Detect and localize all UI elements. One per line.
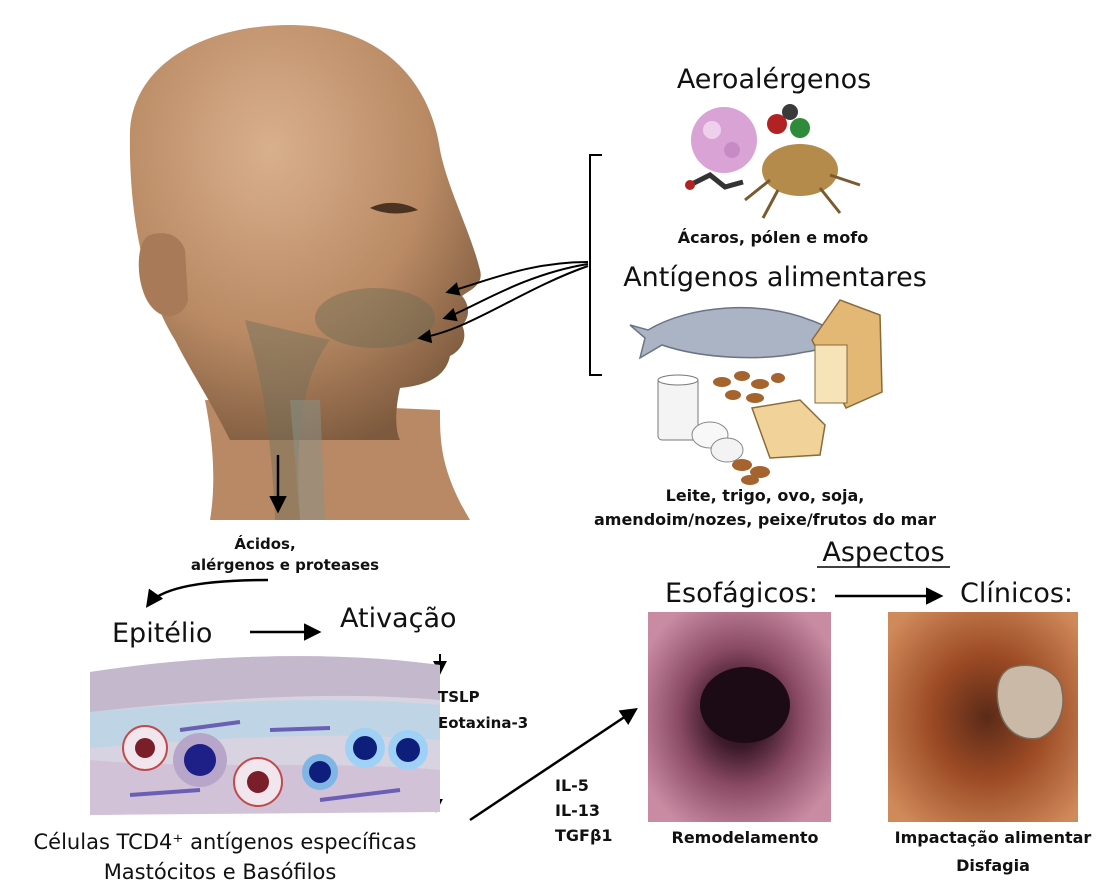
- remodeling-caption: Remodelamento: [655, 828, 835, 847]
- endoscopy-remodeling: [648, 612, 831, 822]
- endoscopy-impaction: [888, 612, 1078, 822]
- food-antigens-caption-line2: amendoim/nozes, peixe/frutos do mar: [570, 510, 960, 529]
- food-antigens-caption-line1: Leite, trigo, ovo, soja,: [600, 486, 930, 505]
- dysphagia-caption: Disfagia: [928, 856, 1058, 875]
- head-caption-line2: alérgenos e proteases: [170, 556, 400, 574]
- food-icons: [630, 300, 882, 485]
- cells-line2: Mastócitos e Basófilos: [70, 860, 370, 884]
- cytokine-il5: IL-5: [555, 776, 589, 795]
- food-antigens-title: Antígenos alimentares: [620, 262, 930, 293]
- epithelium-tissue: [90, 656, 440, 815]
- cells-line1: Células TCD4⁺ antígenos específicas: [10, 830, 440, 854]
- aspects-title: Aspectos: [815, 537, 952, 568]
- aspects-esophageal: Esofágicos:: [665, 578, 818, 609]
- impaction-caption: Impactação alimentar: [878, 828, 1108, 847]
- head-illustration: [130, 25, 481, 520]
- aeroallergen-icons: [685, 104, 860, 218]
- epithelium-label: Epitélio: [112, 618, 212, 649]
- aspects-clinical: Clínicos:: [960, 578, 1073, 609]
- curve-arrow-to-epithelium: [148, 580, 268, 605]
- aeroallergens-caption: Ácaros, pólen e mofo: [658, 228, 888, 247]
- aeroallergens-title: Aeroalérgenos: [660, 64, 888, 95]
- activation-label: Ativação: [340, 603, 457, 634]
- head-caption-line1: Ácidos,: [190, 535, 340, 553]
- cytokine-tgfb1: TGFβ1: [555, 826, 613, 845]
- cytokine-il13: IL-13: [555, 801, 600, 820]
- mediator-eotaxin: Eotaxina-3: [438, 714, 528, 732]
- mediator-tslp: TSLP: [438, 688, 480, 706]
